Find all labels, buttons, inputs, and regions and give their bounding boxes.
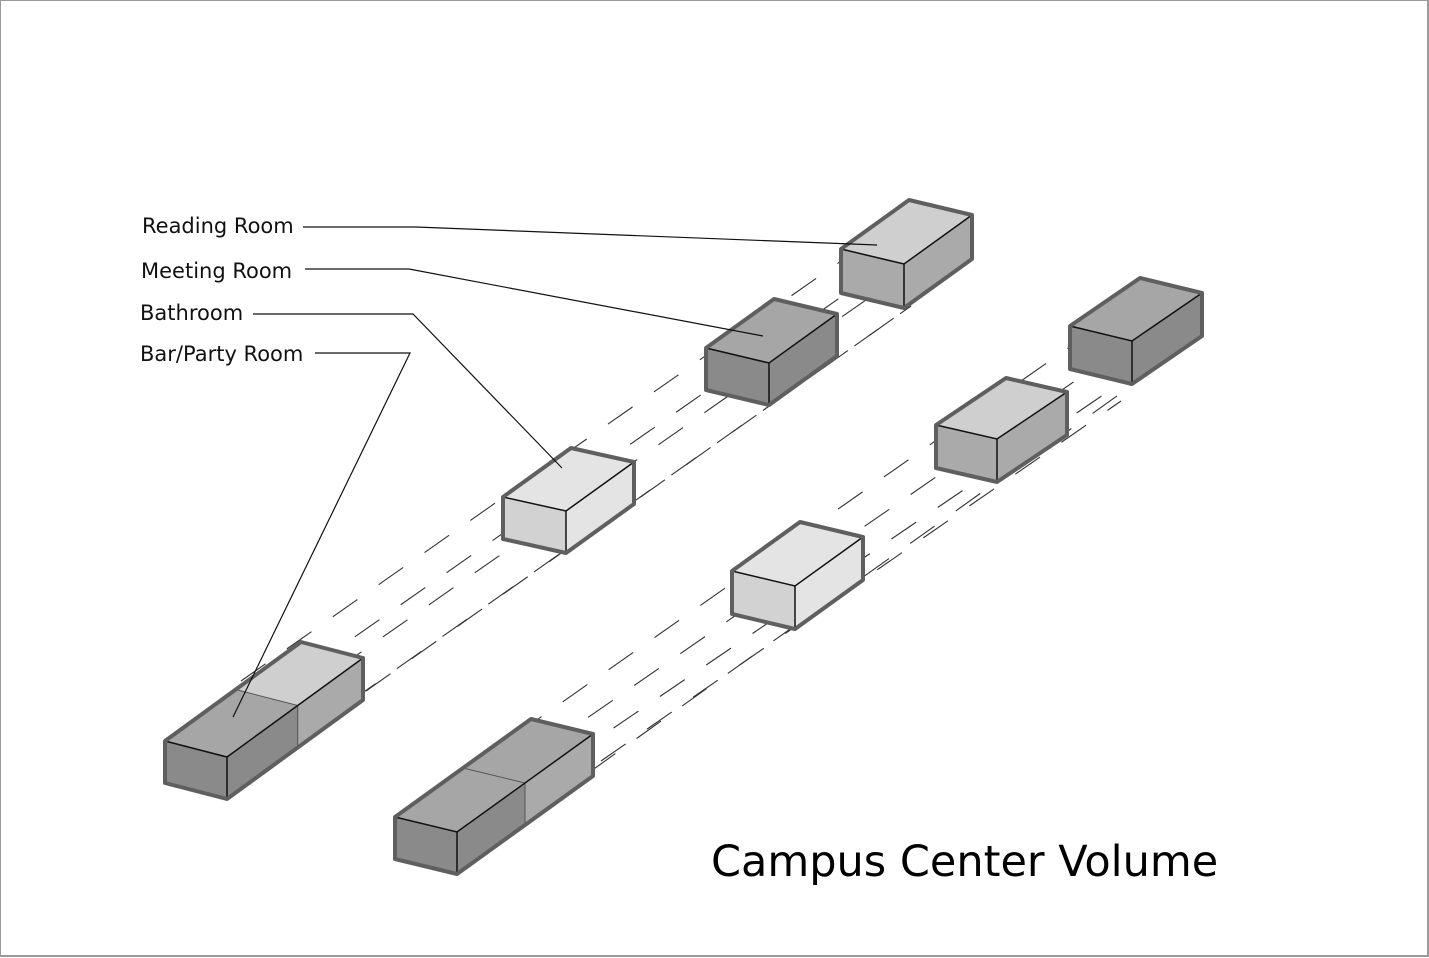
volume-front-face [1070,326,1132,384]
volume-bathroom-lower [730,520,865,631]
volume-outline [393,717,595,876]
legend-label-reading-room: Reading Room [142,214,294,238]
projection-line [520,375,1132,792]
volume-bathroom-upper [501,446,636,555]
projection-line [495,362,1102,782]
volume-meeting-room-lower [1068,276,1204,386]
room-volumes [163,198,1204,876]
leader-lines [232,226,878,718]
volume-front-face [936,425,997,482]
volume-top-face [936,378,1067,439]
leader-bathroom [253,313,563,469]
projection-line [240,260,842,682]
legend-label-bar-party-room: Bar/Party Room [140,342,303,366]
leader-meeting-room [305,268,764,337]
volume-top-face [732,522,863,586]
volume-side-face [566,462,634,553]
volume-top-face [706,299,837,363]
volume-front-face [395,817,457,874]
volume-outline [163,640,365,801]
volume-front-face [503,497,566,553]
volume-side-face [904,215,972,308]
volume-bar-party-room-lower [393,717,595,876]
volume-front-face [706,348,769,405]
volume-side-face [297,658,363,748]
volume-outline [704,297,839,407]
leader-bar-party-room [232,352,411,718]
volume-top-face [503,448,634,511]
volume-top-face [395,768,525,832]
volume-outline [501,446,636,555]
legend-label-bathroom: Bathroom [140,301,243,325]
volume-outline [839,198,974,310]
volume-side-face [525,734,593,825]
volume-top-face [841,200,972,264]
projection-line [600,400,1122,762]
volume-side-face [769,314,837,405]
leader-reading-room [303,226,878,246]
volume-side-face [1132,293,1202,384]
volume-bar-party-room-upper [163,640,365,801]
volume-outline [730,520,865,631]
legend-label-meeting-room: Meeting Room [141,259,292,283]
volume-reading-room-upper [839,198,974,310]
volume-side-face [997,392,1067,482]
projection-lines [240,260,1132,792]
volume-top-face [165,689,298,757]
volume-side-face [227,705,298,799]
volume-outline [934,376,1069,484]
volume-meeting-room-upper [704,297,839,407]
volume-reading-room-lower [934,376,1069,484]
volume-outline [1068,276,1204,386]
volume-side-face [795,537,863,629]
volume-top-face [463,719,593,783]
projection-line [470,345,1072,767]
diagram-title: Campus Center Volume [711,837,1218,887]
volume-top-face [235,642,363,706]
volume-front-face [732,571,795,629]
volume-front-face [841,249,904,308]
volume-top-face [1070,278,1202,341]
volume-front-face [165,741,227,799]
volume-side-face [457,783,525,874]
